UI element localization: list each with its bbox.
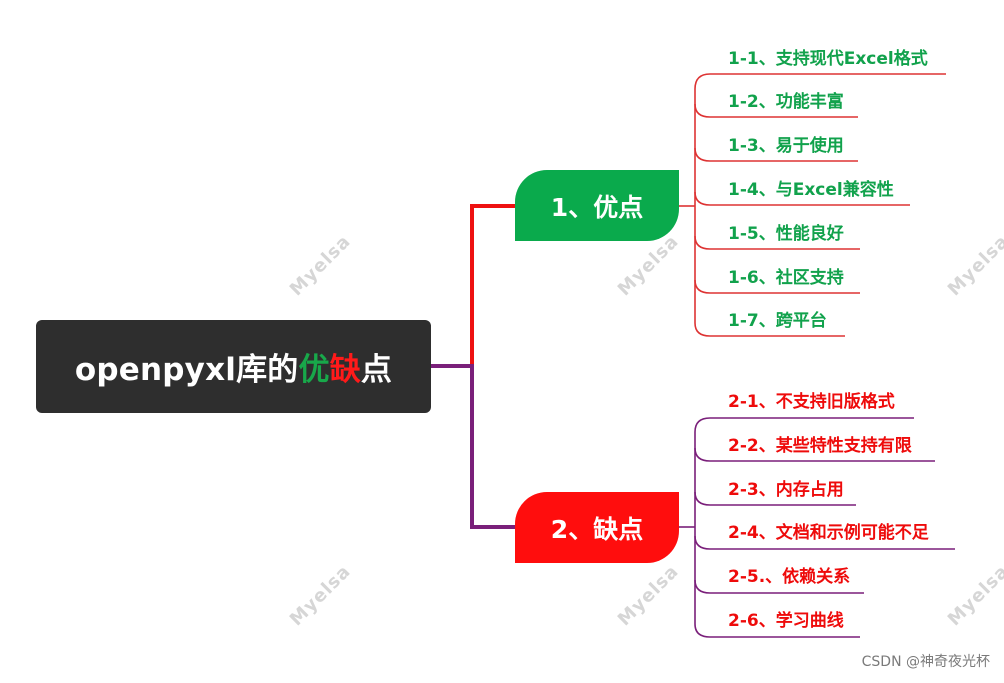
leaf-pros-3[interactable]: 1-3、易于使用: [728, 136, 844, 156]
leaf-pros-5[interactable]: 1-5、性能良好: [728, 224, 844, 244]
leaf-cons-4[interactable]: 2-4、文档和示例可能不足: [728, 523, 929, 543]
branch-pros[interactable]: 1、优点: [515, 170, 679, 241]
leaf-pros-1[interactable]: 1-1、支持现代Excel格式: [728, 49, 928, 69]
leaf-pros-6[interactable]: 1-6、社区支持: [728, 268, 844, 288]
root-node[interactable]: openpyxl库的优缺点: [36, 320, 431, 413]
branch-cons[interactable]: 2、缺点: [515, 492, 679, 563]
root-tail: 点: [360, 352, 393, 388]
cons-leaf-connectors: [679, 417, 955, 638]
root-highlight-pros: 优: [298, 352, 330, 388]
root-text: openpyxl库的: [74, 352, 299, 388]
leaf-pros-7[interactable]: 1-7、跨平台: [728, 311, 827, 331]
leaf-cons-6[interactable]: 2-6、学习曲线: [728, 611, 844, 631]
leaf-cons-2[interactable]: 2-2、某些特性支持有限: [728, 436, 912, 456]
leaf-pros-4[interactable]: 1-4、与Excel兼容性: [728, 180, 894, 200]
leaf-cons-3[interactable]: 2-3、内存占用: [728, 480, 844, 500]
root-highlight-cons: 缺: [329, 352, 361, 388]
leaf-cons-1[interactable]: 2-1、不支持旧版格式: [728, 392, 895, 412]
leaf-cons-5[interactable]: 2-5.、依赖关系: [728, 567, 851, 587]
pros-leaf-connectors: [679, 73, 946, 337]
connector-root-to-pros: [431, 204, 515, 368]
connector-root-to-cons: [431, 364, 515, 529]
credit-text: CSDN @神奇夜光杯: [861, 654, 990, 670]
leaf-pros-2[interactable]: 1-2、功能丰富: [728, 92, 844, 112]
